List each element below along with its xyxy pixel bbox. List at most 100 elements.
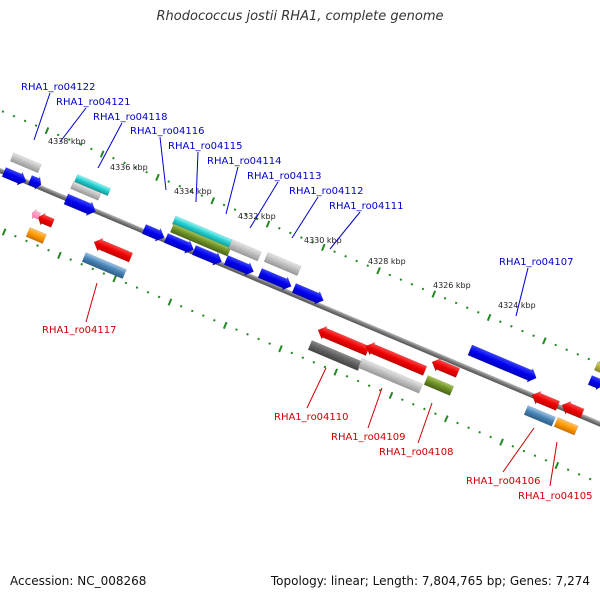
gene-feature-forward-h[interactable] (587, 374, 600, 392)
ruler-major-tick (542, 337, 547, 345)
ruler-minor-tick (565, 348, 568, 351)
callout-line (502, 427, 535, 473)
ruler-minor-tick (146, 290, 150, 294)
ruler-minor-tick (367, 384, 371, 387)
gene-feature-reverse-d[interactable] (363, 340, 428, 378)
ruler-minor-tick (233, 208, 237, 211)
gene-label-ro04106[interactable]: RHA1_ro04106 (466, 476, 541, 487)
tick-label-4328: 4328 kbp (368, 257, 406, 266)
gene-feature-reverse-pink[interactable] (30, 208, 42, 221)
gene-feature-ro04121[interactable] (70, 180, 102, 201)
gene-feature-reverse-c[interactable] (315, 324, 371, 358)
gene-label-ro04111[interactable]: RHA1_ro04111 (329, 201, 404, 212)
ruler-minor-tick (544, 459, 548, 462)
ruler-major-tick (155, 173, 160, 181)
ruler-minor-tick (135, 286, 139, 289)
gene-feature-ro04113[interactable] (227, 239, 262, 262)
callout-line (97, 122, 123, 169)
gene-feature-reverse-a[interactable] (35, 211, 55, 229)
gene-feature-reverse-f[interactable] (529, 389, 561, 413)
gene-feature-ro04107[interactable] (467, 343, 539, 385)
callout-line (159, 136, 167, 191)
ruler-minor-tick (588, 477, 592, 481)
ruler-minor-tick (157, 295, 161, 299)
ruler-major-tick (112, 275, 117, 283)
gene-label-ro04121[interactable]: RHA1_ro04121 (56, 97, 131, 108)
ruler-minor-tick (36, 244, 39, 247)
ruler-minor-tick (456, 421, 459, 425)
gene-feature-reverse-g[interactable] (559, 399, 585, 420)
scale-tick-labels: 4338 kbp 4336 kbp 4334 kbp 4332 kbp 4330… (48, 137, 536, 310)
gene-feature-ro04109[interactable] (357, 358, 424, 394)
gene-label-ro04109[interactable]: RHA1_ro04109 (331, 432, 406, 443)
tick-label-4338: 4338 kbp (48, 137, 86, 146)
ruler-minor-tick (522, 449, 526, 453)
gene-feature-forward-f[interactable] (223, 254, 256, 279)
ruler-major-tick (486, 313, 492, 322)
gene-feature-ro04110[interactable] (307, 340, 363, 371)
gene-label-ro04116[interactable]: RHA1_ro04116 (130, 126, 205, 137)
gene-feature-forward-b[interactable] (27, 174, 44, 192)
gene-labels[interactable]: RHA1_ro04122 RHA1_ro04121 RHA1_ro04118 R… (21, 82, 593, 502)
callout-line (515, 267, 529, 317)
ruler-minor-tick (12, 114, 16, 118)
gene-label-ro04110[interactable]: RHA1_ro04110 (274, 412, 349, 423)
gene-feature-olive[interactable] (593, 361, 600, 375)
gene-label-ro04108[interactable]: RHA1_ro04108 (379, 447, 454, 458)
callout-line (225, 166, 239, 215)
tick-label-4330: 4330 kbp (304, 236, 342, 245)
gene-feature-ro04115[interactable] (163, 232, 196, 257)
ruler-minor-tick (201, 314, 205, 317)
gene-feature-forward-g[interactable] (257, 267, 294, 293)
tick-label-4332: 4332 kbp (238, 212, 276, 221)
gene-label-ro04115[interactable]: RHA1_ro04115 (168, 141, 243, 152)
ruler-minor-tick (34, 124, 38, 127)
scale-ruler-lower (1, 228, 600, 486)
gene-label-ro04113[interactable]: RHA1_ro04113 (247, 171, 322, 182)
gene-label-ro04122[interactable]: RHA1_ro04122 (21, 82, 96, 93)
gene-feature-reverse-orange[interactable] (25, 227, 47, 244)
gene-feature-forward-e[interactable] (191, 244, 224, 269)
gene-feature-ro04117[interactable] (81, 252, 127, 280)
tick-label-4324: 4324 kbp (498, 301, 536, 310)
gene-features[interactable] (0, 120, 600, 467)
gene-label-ro04112[interactable]: RHA1_ro04112 (289, 186, 364, 197)
ruler-minor-tick (25, 239, 28, 243)
gene-feature-ro04108[interactable] (423, 375, 455, 396)
gene-feature-forward-c[interactable] (63, 192, 98, 218)
gene-feature-ro04106[interactable] (523, 405, 556, 427)
gene-label-ro04105[interactable]: RHA1_ro04105 (518, 491, 593, 502)
gene-feature-reverse-b[interactable] (91, 236, 134, 264)
gene-feature-reverse-e[interactable] (429, 356, 461, 380)
genome-backbone (0, 100, 600, 495)
gene-feature-forward-d[interactable] (141, 223, 167, 244)
gene-label-ro04114[interactable]: RHA1_ro04114 (207, 156, 282, 167)
gene-feature-ro04114[interactable] (169, 223, 232, 257)
ruler-minor-tick (178, 184, 182, 188)
callout-line (417, 402, 433, 444)
ruler-minor-tick (434, 412, 437, 415)
ruler-minor-tick (235, 328, 238, 331)
ruler-minor-tick (443, 297, 447, 300)
gene-feature-ro04111[interactable] (291, 282, 326, 307)
gene-feature-ro04118[interactable] (74, 173, 112, 197)
gene-label-ro04117[interactable]: RHA1_ro04117 (42, 325, 117, 336)
gene-feature-ro04112[interactable] (263, 252, 302, 276)
ruler-minor-tick (244, 212, 248, 216)
scale-ruler-upper (1, 110, 600, 368)
callout-line (367, 387, 383, 429)
gene-feature-ro04122[interactable] (9, 152, 42, 174)
map-title: Rhodococcus jostii RHA1, complete genome (156, 9, 444, 24)
ruler-major-tick (333, 368, 339, 376)
ruler-major-tick (554, 461, 560, 470)
gene-label-ro04118[interactable]: RHA1_ro04118 (93, 112, 168, 123)
ruler-minor-tick (1, 110, 5, 113)
ruler-major-tick (44, 127, 50, 135)
ruler-minor-tick (90, 147, 93, 151)
gene-feature-forward-a[interactable] (1, 166, 29, 188)
gene-label-ro04107[interactable]: RHA1_ro04107 (499, 257, 574, 268)
gene-feature-ro04105[interactable] (553, 417, 579, 436)
callout-line (291, 196, 319, 239)
callout-line (249, 181, 279, 229)
